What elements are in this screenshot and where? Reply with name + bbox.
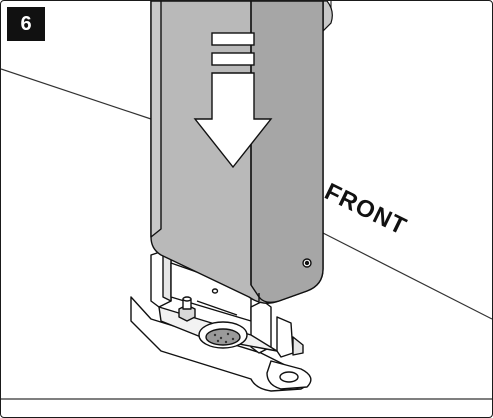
front-label: FRONT [320, 178, 411, 241]
floor-lines [1, 1, 492, 400]
arrow-down-icon [193, 32, 273, 169]
step-number-badge: 6 [7, 7, 45, 41]
upper-unit-edge [322, 1, 333, 33]
